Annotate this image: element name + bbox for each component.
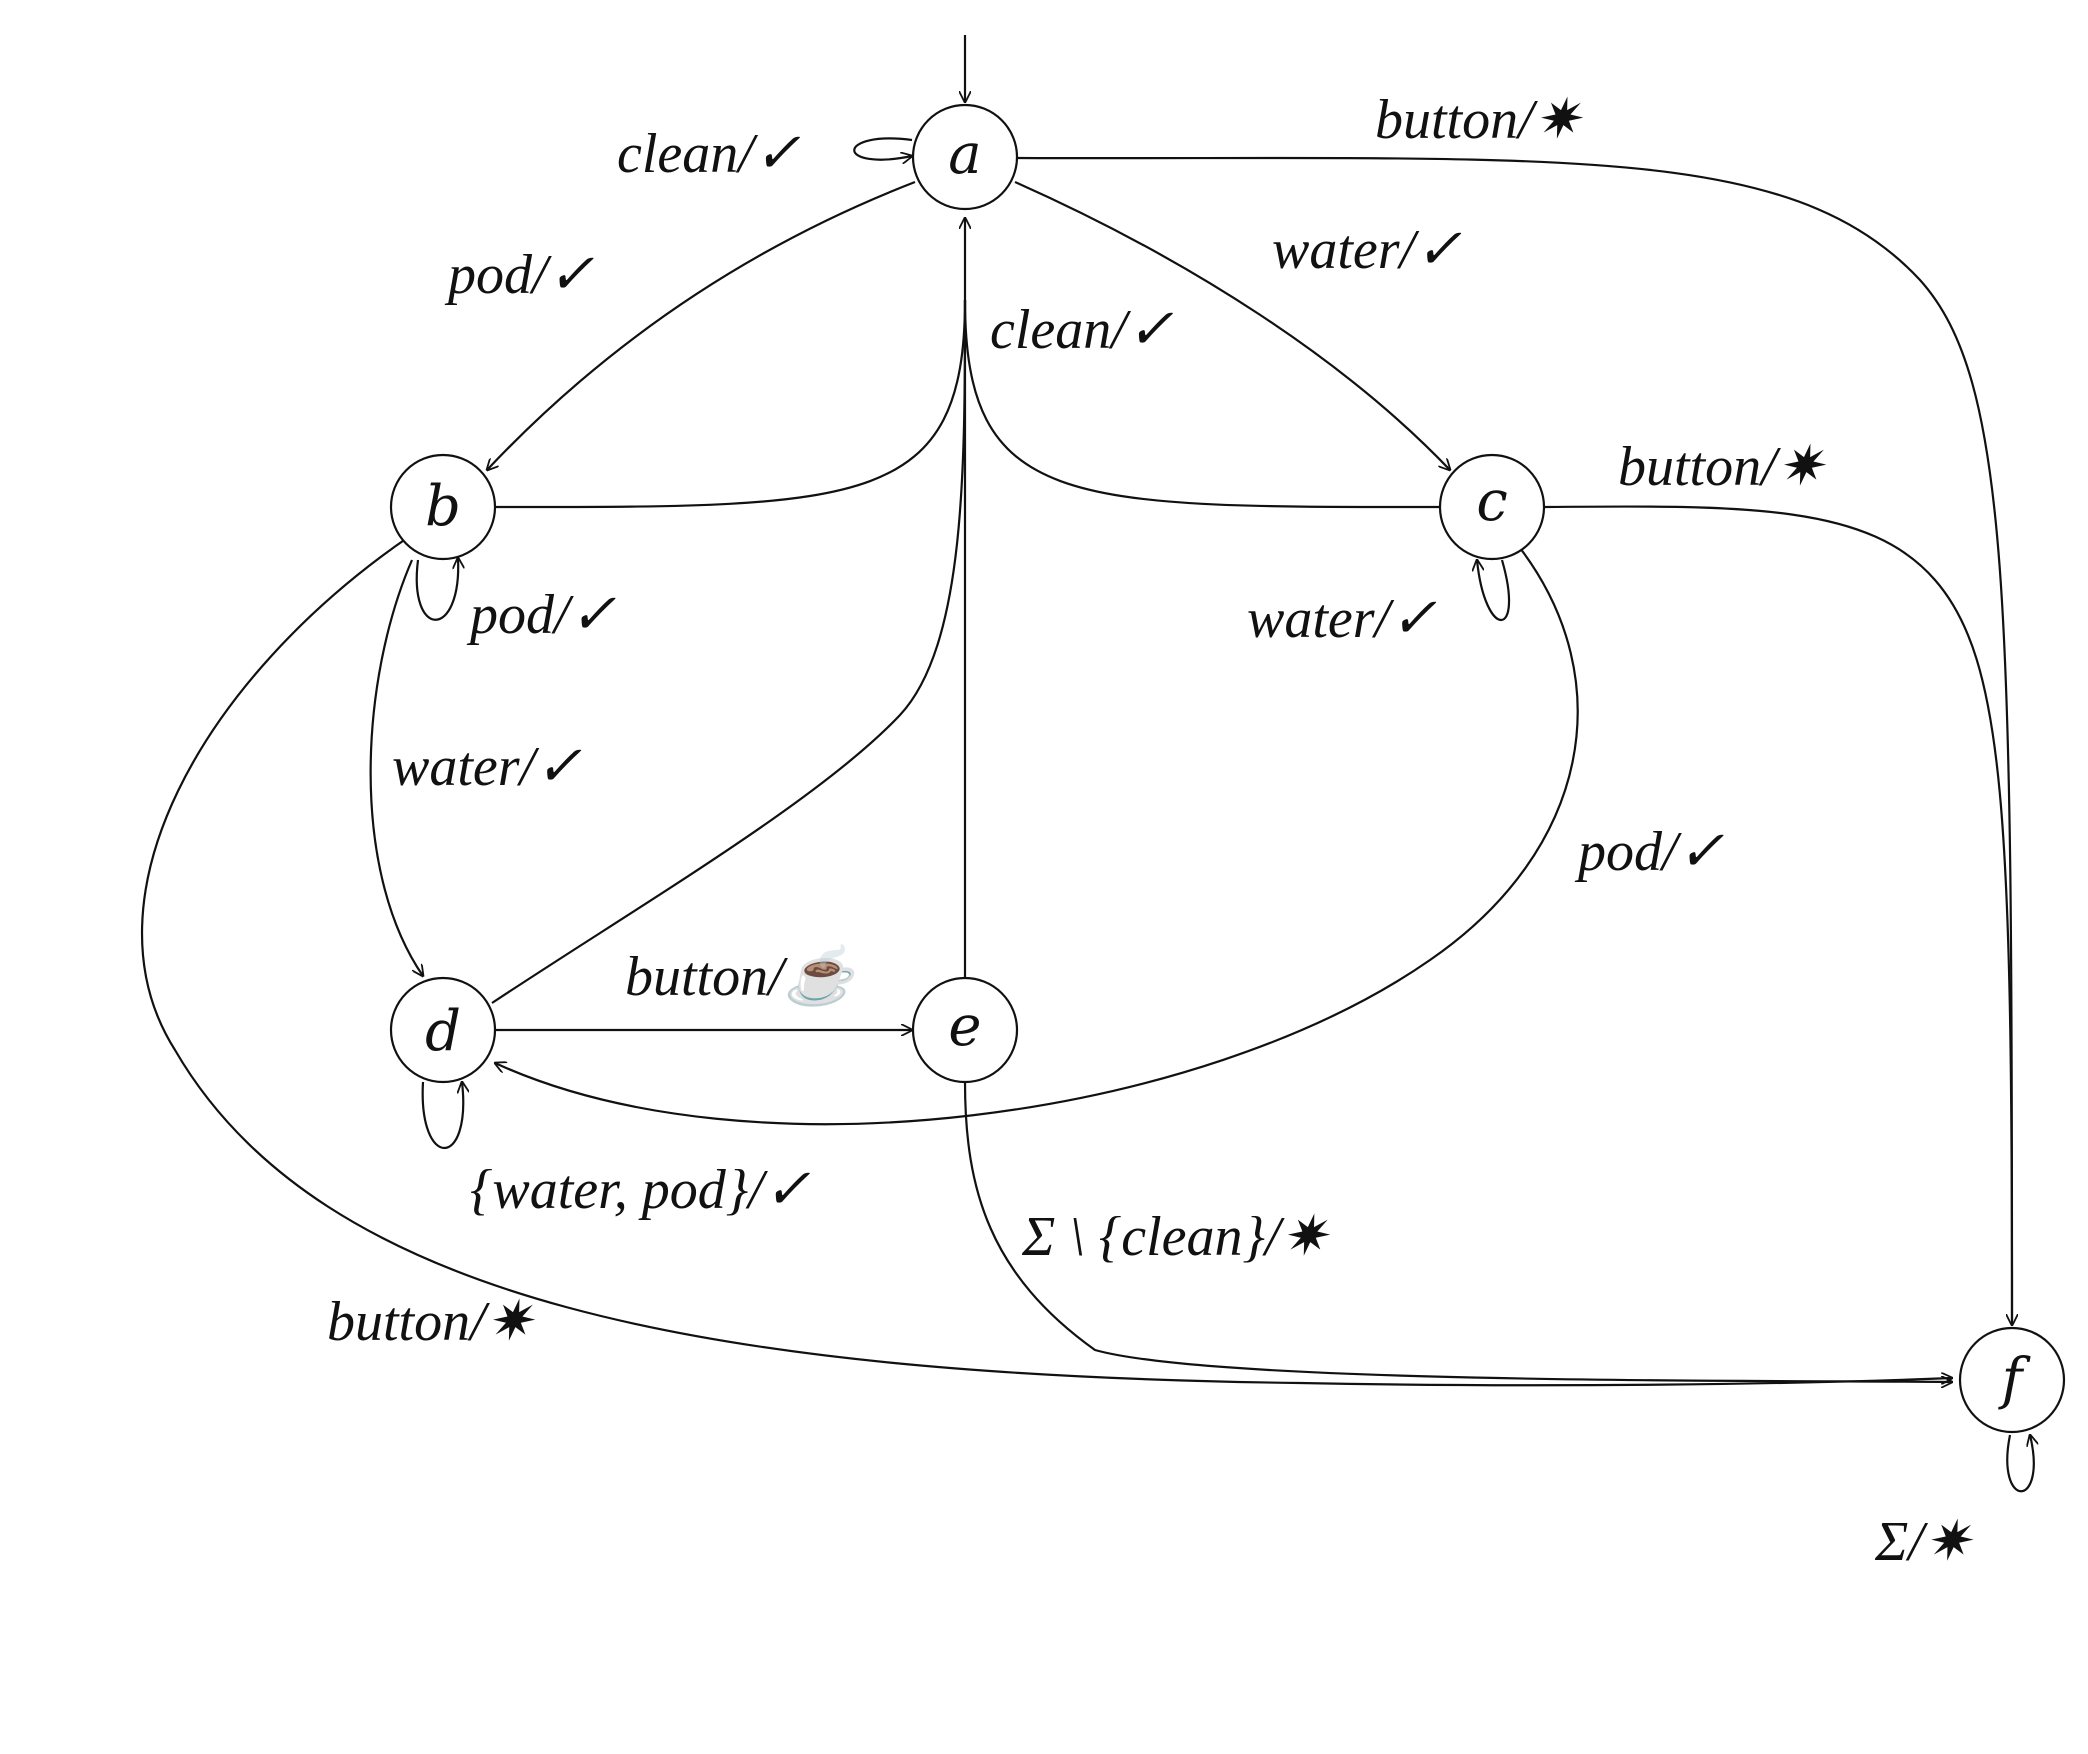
state-b: b	[389, 453, 497, 561]
state-e-label: e	[948, 994, 981, 1059]
label-c-to-f: button/✷	[1618, 436, 1827, 498]
edge-b-to-f	[141, 535, 1952, 1387]
label-d-self: {water, pod}/✓	[470, 1159, 811, 1221]
state-c-label: c	[1476, 469, 1507, 534]
label-to-a-clean: clean/✓	[990, 299, 1174, 361]
label-a-to-b: pod/✓	[444, 244, 595, 306]
label-a-self: clean/✓	[617, 123, 801, 185]
label-a-to-f: button/✷	[1375, 89, 1584, 151]
edge-a-to-b	[487, 180, 916, 470]
state-b-label: b	[425, 474, 461, 539]
label-d-to-e: button/☕	[625, 942, 864, 1008]
state-a-label: a	[948, 122, 981, 187]
edge-b-to-d	[369, 559, 423, 976]
label-b-to-d: water/✓	[392, 736, 582, 798]
state-c: c	[1438, 453, 1546, 561]
edge-c-to-f	[1544, 505, 2014, 1321]
edge-d-self-loop	[421, 1082, 464, 1150]
edge-b-self-loop	[415, 558, 458, 621]
edge-a-to-c	[1014, 180, 1450, 470]
edge-b-to-a	[494, 299, 967, 509]
edge-c-to-a	[963, 299, 1441, 509]
state-f: f	[1958, 1326, 2066, 1434]
label-c-self: water/✓	[1247, 588, 1437, 650]
state-d-label: d	[425, 999, 461, 1064]
edge-a-to-f	[1016, 156, 2012, 1325]
state-d: d	[389, 976, 497, 1084]
edge-d-to-a	[491, 299, 967, 1004]
state-a: a	[911, 103, 1019, 211]
edge-c-self-loop	[1477, 560, 1511, 621]
label-b-to-f: button/✷	[327, 1291, 536, 1353]
edge-a-self-loop	[853, 137, 912, 159]
state-e: e	[911, 976, 1019, 1084]
edge-c-to-d	[495, 547, 1579, 1126]
label-c-to-d: pod/✓	[1574, 821, 1725, 883]
label-a-to-c: water/✓	[1272, 219, 1462, 281]
edge-f-self-loop	[2006, 1435, 2033, 1493]
edge-e-to-f	[963, 1081, 1952, 1382]
label-b-self: pod/✓	[466, 584, 617, 646]
label-e-to-f: Σ \ {clean}/✷	[1021, 1206, 1330, 1268]
label-f-self: Σ/✷	[1874, 1511, 1974, 1573]
